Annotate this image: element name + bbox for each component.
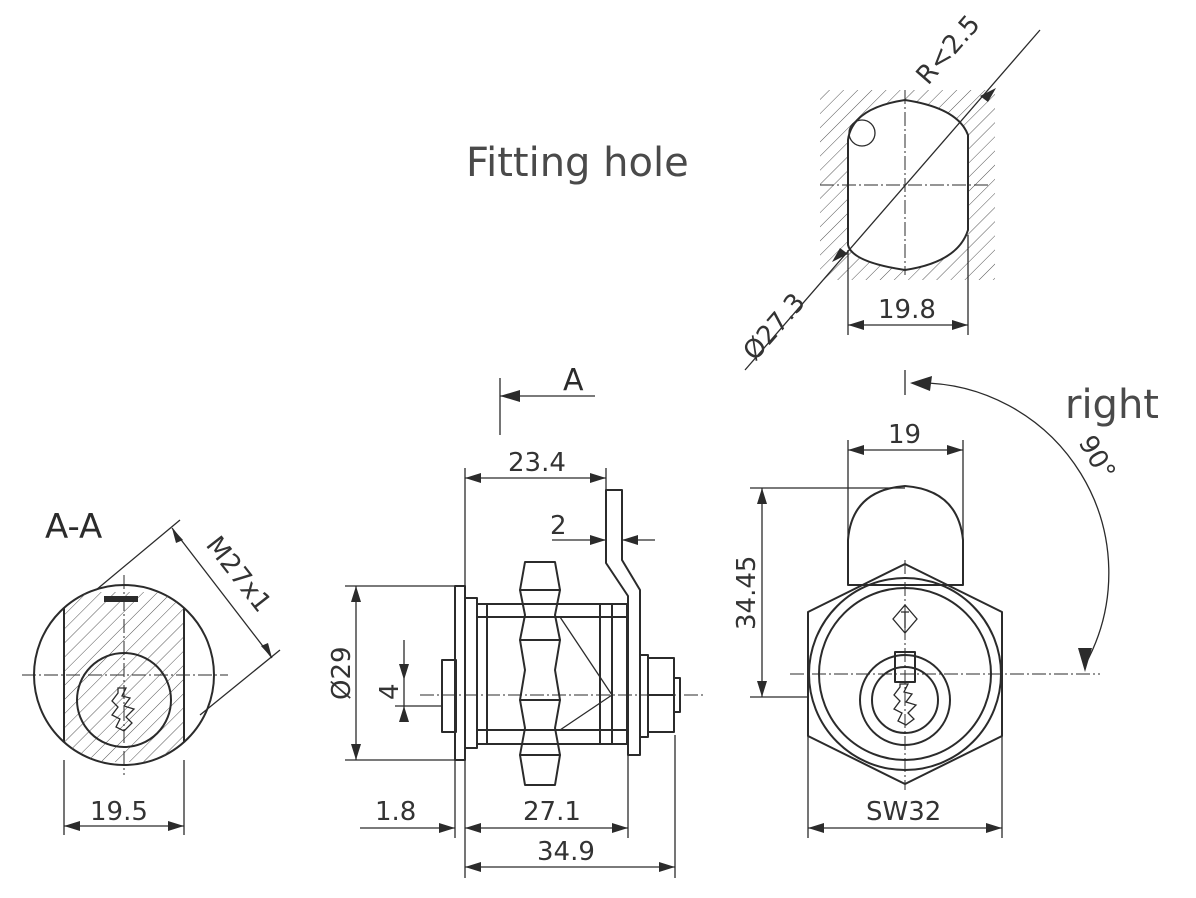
side-diag-2 — [559, 694, 613, 731]
d2-arrow-l — [622, 535, 638, 545]
radius-label: R<2.5 — [911, 10, 987, 91]
front-cam — [847, 485, 964, 586]
hex-nut — [519, 561, 561, 786]
d2-arrow-r — [590, 535, 606, 545]
lock-body — [476, 603, 628, 745]
sw32-label: SW32 — [866, 797, 941, 827]
rotation-arrow-start — [910, 376, 932, 391]
d29-arrow-t — [351, 586, 361, 602]
d349-arrow-r — [659, 862, 675, 872]
screw-washer — [639, 654, 649, 738]
d271-arrow-r — [612, 823, 628, 833]
front-cap — [441, 659, 457, 733]
rotation-angle-label: 90° — [1072, 431, 1121, 486]
view-arrow-label: A — [563, 363, 584, 398]
d3445-label: 34.45 — [732, 556, 762, 630]
d349-arrow-l — [465, 862, 481, 872]
d18-arrow — [439, 823, 455, 833]
d29-arrow-b — [351, 744, 361, 760]
front-keyway — [893, 683, 918, 726]
d18-label: 1.8 — [375, 797, 416, 827]
section-title: A-A — [45, 507, 102, 547]
hole-diameter-label: Ø27.3 — [738, 288, 812, 367]
thread-dim-line — [171, 527, 273, 659]
thread-ext-1 — [95, 519, 181, 591]
d19-arrow-l — [848, 445, 864, 455]
rotation-direction-label: right — [1065, 382, 1159, 428]
sw32-arrow-r — [986, 823, 1002, 833]
section-keyway — [111, 687, 136, 732]
side-diag-1 — [559, 616, 613, 696]
cam — [605, 489, 641, 756]
d271-label: 27.1 — [523, 797, 581, 827]
flange-inner — [464, 597, 478, 749]
hole-width-label: 19.8 — [878, 295, 936, 325]
d19-label: 19 — [888, 420, 921, 450]
d349-label: 34.9 — [537, 837, 595, 867]
sec-width-label: 19.5 — [90, 797, 148, 827]
diameter-arrow-2 — [980, 88, 996, 102]
side-view: A 23.4 — [327, 363, 705, 878]
d4-label: 4 — [375, 683, 405, 700]
radius-circle — [848, 119, 876, 147]
fitting-hole-view: Fitting hole R<2.5 Ø27.3 19.8 — [466, 10, 1041, 371]
hole-width-arrow-l — [848, 320, 864, 330]
d2-label: 2 — [550, 511, 567, 541]
rotation-arc — [911, 382, 1110, 666]
d4-arrow-b — [399, 706, 409, 722]
d4-arrow-t — [399, 664, 409, 680]
thread-arrow-2 — [261, 643, 272, 658]
section-view: A-A M27x1 19.5 — [22, 507, 281, 835]
hole-width-arrow-r — [952, 320, 968, 330]
sec-width-arrow-r — [168, 821, 184, 831]
view-arrow-head — [500, 390, 520, 402]
diameter-arrow-1 — [832, 248, 848, 262]
diameter-leader — [744, 29, 1041, 371]
front-view: 19 34.45 SW32 right 90° — [732, 370, 1159, 838]
d3445-arrow-b — [757, 681, 767, 697]
hole-outline — [847, 99, 969, 271]
thread-ext-2 — [199, 649, 281, 716]
hole-wall-hatch — [820, 90, 995, 280]
d271-arrow-l — [465, 823, 481, 833]
thread-arrow-1 — [172, 528, 183, 543]
d234-arrow-l — [465, 473, 481, 483]
d3445-arrow-t — [757, 488, 767, 504]
sw32-arrow-l — [808, 823, 824, 833]
d234-label: 23.4 — [508, 448, 566, 478]
rotation-arrow-end — [1078, 648, 1092, 672]
sec-width-arrow-l — [64, 821, 80, 831]
d29-label: Ø29 — [327, 646, 357, 700]
fitting-hole-title: Fitting hole — [466, 140, 689, 186]
d19-arrow-r — [947, 445, 963, 455]
section-key-slot — [104, 596, 138, 602]
thread-label: M27x1 — [199, 531, 276, 618]
d234-arrow-r — [590, 473, 606, 483]
